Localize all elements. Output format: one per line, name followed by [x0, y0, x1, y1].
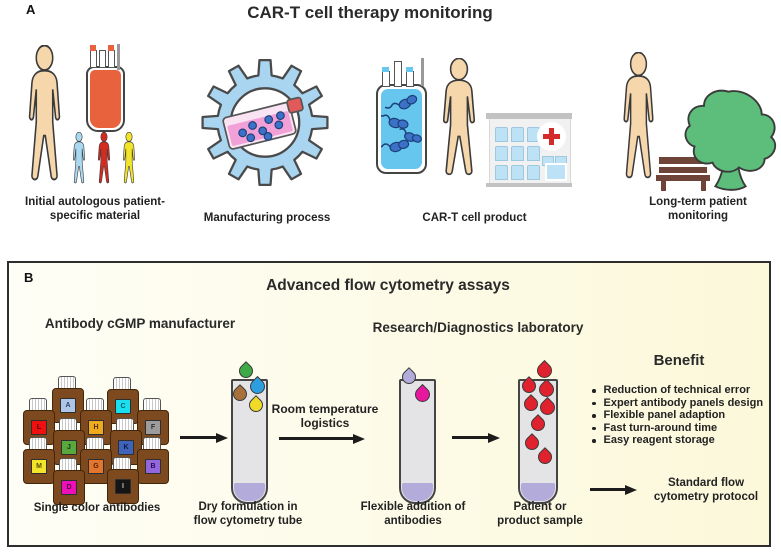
bottle-label: K — [118, 440, 134, 455]
culture-flask-icon — [222, 96, 304, 150]
bottle-label: J — [61, 440, 77, 455]
bottle-label: B — [145, 459, 161, 474]
cart-bag-port-icon — [382, 71, 390, 87]
benefit-item: Fast turn-around time — [592, 422, 772, 435]
benefit-item: Flexible panel adaption — [592, 409, 772, 422]
hospital-roof — [486, 113, 572, 119]
blood-bag-line — [117, 44, 120, 70]
caption-cart-product: CAR-T cell product — [422, 212, 527, 224]
patient-figure-icon — [623, 52, 654, 179]
reagent-pellet — [521, 483, 555, 501]
hospital-facade — [489, 119, 571, 183]
cart-bag-port-icon — [406, 71, 414, 87]
arrow-right-icon — [590, 483, 637, 496]
benefit-item: Reduction of technical error — [592, 384, 772, 397]
cart-bag-port-tip — [406, 67, 413, 72]
blood-bag-port-tip — [108, 45, 114, 51]
red-cross-icon — [537, 122, 566, 151]
tree-icon — [684, 89, 777, 191]
antibody-bottle: B — [137, 437, 169, 484]
small-figure-blue-icon — [72, 132, 86, 184]
bottle-label: H — [88, 420, 104, 435]
reagent-pellet — [402, 483, 433, 501]
small-figure-yellow-icon — [122, 132, 136, 184]
antibody-bottle: D — [53, 458, 85, 505]
antibody-bottle: J — [53, 418, 85, 465]
patient-figure-icon — [442, 58, 476, 176]
antibody-bottle: F — [137, 398, 169, 445]
blood-bag-port-icon — [108, 50, 115, 68]
bottle-label: C — [115, 399, 131, 414]
benefit-item: Expert antibody panels design — [592, 397, 772, 410]
hospital-base — [486, 183, 572, 187]
antibody-bottle: I — [107, 457, 139, 504]
caption-patient-sample: Patient or product sample — [497, 501, 583, 527]
heading-research-laboratory: Research/Diagnostics laboratory — [372, 320, 584, 335]
panel-a-title: CAR-T cell therapy monitoring — [247, 3, 493, 22]
bottle-label: M — [31, 459, 47, 474]
antibody-bottle: A — [52, 376, 84, 423]
blood-bag-port-icon — [99, 50, 106, 68]
cart-bag-line — [421, 58, 424, 86]
reagent-pellet — [234, 483, 265, 501]
antibody-bottle: C — [107, 377, 139, 424]
caption-single-color-antibodies: Single color antibodies — [33, 502, 161, 514]
bottle-label: L — [31, 420, 47, 435]
bottle-label: F — [145, 420, 161, 435]
caption-initial-material: Initial autologous patient-specific mate… — [25, 196, 165, 222]
panel-b-label: B — [24, 270, 34, 285]
patient-figure-icon — [28, 45, 61, 181]
caption-flexible-addition: Flexible addition of antibodies — [360, 501, 466, 527]
cart-cell-bag-icon — [376, 84, 427, 174]
hospital-icon — [486, 113, 572, 187]
bottle-label: D — [61, 480, 77, 495]
blood-bag-port-tip — [90, 45, 96, 51]
benefit-title: Benefit — [653, 352, 705, 369]
bottle-label: I — [115, 479, 131, 494]
cart-bag-port-icon — [394, 61, 402, 87]
blood-bag-fluid — [90, 70, 121, 128]
caption-manufacturing: Manufacturing process — [203, 212, 331, 224]
arrow-right-icon — [279, 432, 365, 445]
label-room-temperature-logistics: Room temperature logistics — [271, 402, 379, 431]
bottle-label: G — [88, 459, 104, 474]
antibody-bottle: G — [80, 437, 112, 484]
small-figure-red-icon — [97, 132, 111, 184]
blood-bag-icon — [86, 66, 125, 132]
caption-dry-formulation: Dry formulation in flow cytometry tube — [193, 501, 303, 527]
flow-cytometry-tube-flexible — [399, 379, 436, 504]
heading-antibody-manufacturer: Antibody cGMP manufacturer — [44, 316, 236, 331]
blood-bag-port-icon — [90, 50, 97, 68]
arrow-right-icon — [180, 431, 228, 444]
bottle-label: A — [60, 398, 76, 413]
panel-b-title: Advanced flow cytometry assays — [266, 277, 510, 294]
antibody-bottle: M — [23, 437, 55, 484]
panel-a-label: A — [26, 2, 36, 17]
caption-longterm-monitoring: Long-term patient monitoring — [649, 196, 747, 222]
label-standard-protocol: Standard flow cytometry protocol — [653, 477, 759, 503]
cart-cells-icon — [381, 94, 422, 153]
benefit-item: Easy reagent storage — [592, 434, 772, 447]
manufacturing-gear-icon — [201, 58, 329, 187]
cart-bag-port-tip — [382, 67, 389, 72]
hospital-door — [545, 163, 567, 181]
arrow-right-icon — [452, 431, 500, 444]
